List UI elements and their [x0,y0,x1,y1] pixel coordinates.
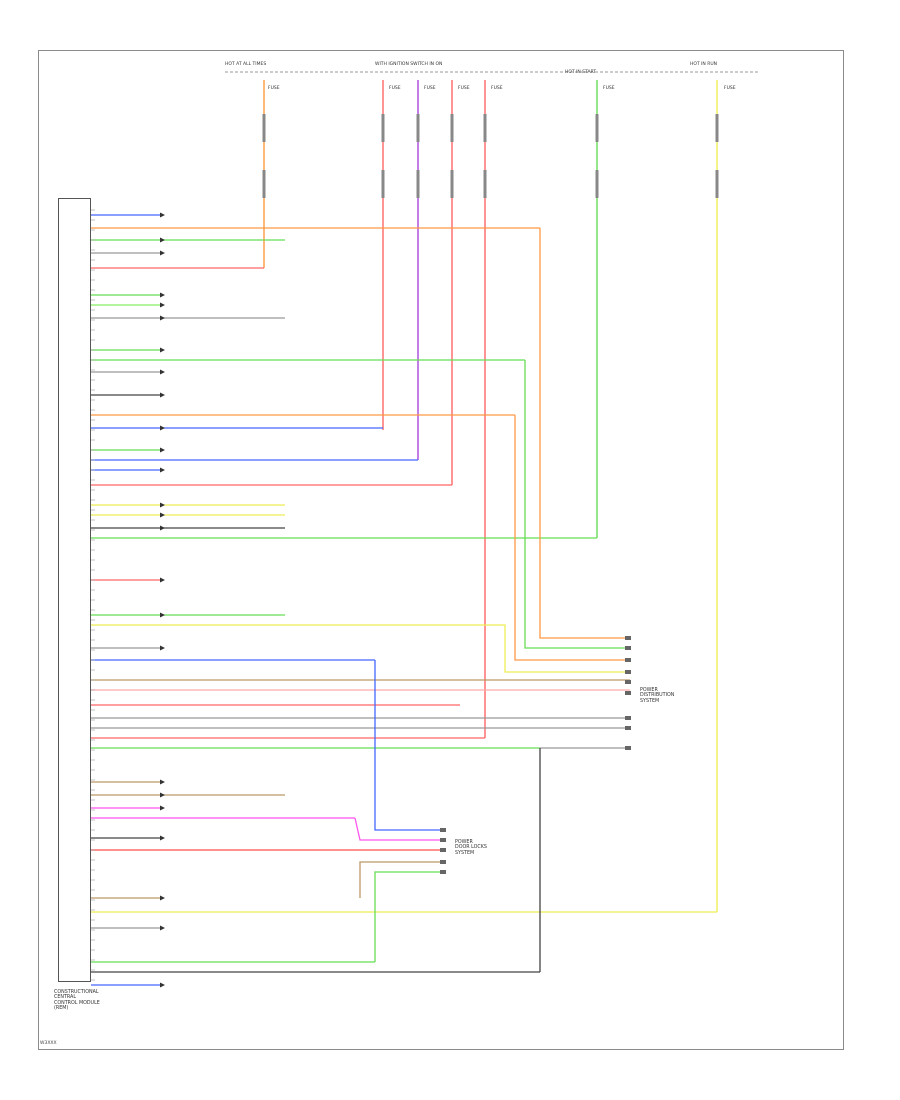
fuse-body [416,170,420,198]
right-connector-pin [625,746,631,750]
connector-arrow-icon [160,792,165,798]
routed-wire-blue [374,660,440,831]
routed-wire-green-2 [374,871,440,962]
power-distribution-caption: POWER DISTRIBUTION SYSTEM [640,688,675,704]
connector-arrow-icon [160,369,165,375]
top-label-hot-at-all-times: HOT AT ALL TIMES [225,62,267,67]
routed-wire-green [524,360,625,649]
right-connector-pin [625,691,631,695]
door-lock-connector-pin [440,870,446,874]
fuse-label: FUSE [424,86,436,91]
connector-arrow-icon [160,447,165,453]
right-connector-pin [625,670,631,674]
routed-wire-magenta [354,817,440,841]
fuse-body [483,170,487,198]
module-caption: CONSTRUCTIONAL CENTRAL CONTROL MODULE (R… [54,990,100,1012]
right-connector-pin [625,726,631,730]
fuse-body [595,114,599,142]
fuse-label: FUSE [389,86,401,91]
top-label-hot-in-start: HOT IN START [565,70,597,75]
connector-arrow-icon [160,835,165,841]
fuse-label: FUSE [268,86,280,91]
routed-wire-yellow [325,624,625,673]
door-lock-connector-pin [440,838,446,842]
connector-arrow-icon [160,302,165,308]
connector-arrow-icon [160,212,165,218]
connector-arrow-icon [160,779,165,785]
connector-arrow-icon [160,392,165,398]
fuse-label: FUSE [603,86,615,91]
connector-arrow-icon [160,577,165,583]
right-connector-pin [625,680,631,684]
connector-arrow-icon [160,315,165,321]
top-label-ignition-on: WITH IGNITION SWITCH IN ON [375,62,443,67]
fuse-body [595,170,599,198]
control-module-box [58,198,91,982]
fuse-body [715,170,719,198]
routed-wire-orange [539,228,625,639]
fuse-body [381,114,385,142]
fuse-body [715,114,719,142]
connector-arrow-icon [160,425,165,431]
right-connector-pin [625,716,631,720]
fuse-body [483,114,487,142]
door-lock-connector-pin [440,828,446,832]
right-connector-pin [625,658,631,662]
diagram-frame [38,50,844,1050]
connector-arrow-icon [160,612,165,618]
fuse-body [381,170,385,198]
connector-arrow-icon [160,250,165,256]
connector-arrow-icon [160,525,165,531]
connector-arrow-icon [160,237,165,243]
fuse-body [416,114,420,142]
power-door-locks-caption: POWER DOOR LOCKS SYSTEM [455,840,487,856]
fuse-body [450,114,454,142]
routed-wire-orange-2 [514,415,625,661]
connector-arrow-icon [160,895,165,901]
connector-arrow-icon [160,982,165,988]
connector-arrow-icon [160,645,165,651]
connector-arrow-icon [160,805,165,811]
connector-arrow-icon [160,347,165,353]
connector-arrow-icon [160,467,165,473]
fuse-body [262,114,266,142]
top-label-hot-in-run: HOT IN RUN [690,62,718,67]
fuse-body [450,170,454,198]
diagram-footer: W3XXX [40,1041,57,1046]
connector-arrow-icon [160,502,165,508]
connector-arrow-icon [160,512,165,518]
right-connector-pin [625,646,631,650]
right-connector-pin [625,636,631,640]
connector-arrow-icon [160,925,165,931]
fuse-label: FUSE [458,86,470,91]
fuse-body [262,170,266,198]
door-lock-connector-pin [440,860,446,864]
fuse-label: FUSE [724,86,736,91]
fuse-label: FUSE [491,86,503,91]
connector-arrow-icon [160,292,165,298]
door-lock-connector-pin [440,848,446,852]
routed-wire-brown [359,861,440,898]
